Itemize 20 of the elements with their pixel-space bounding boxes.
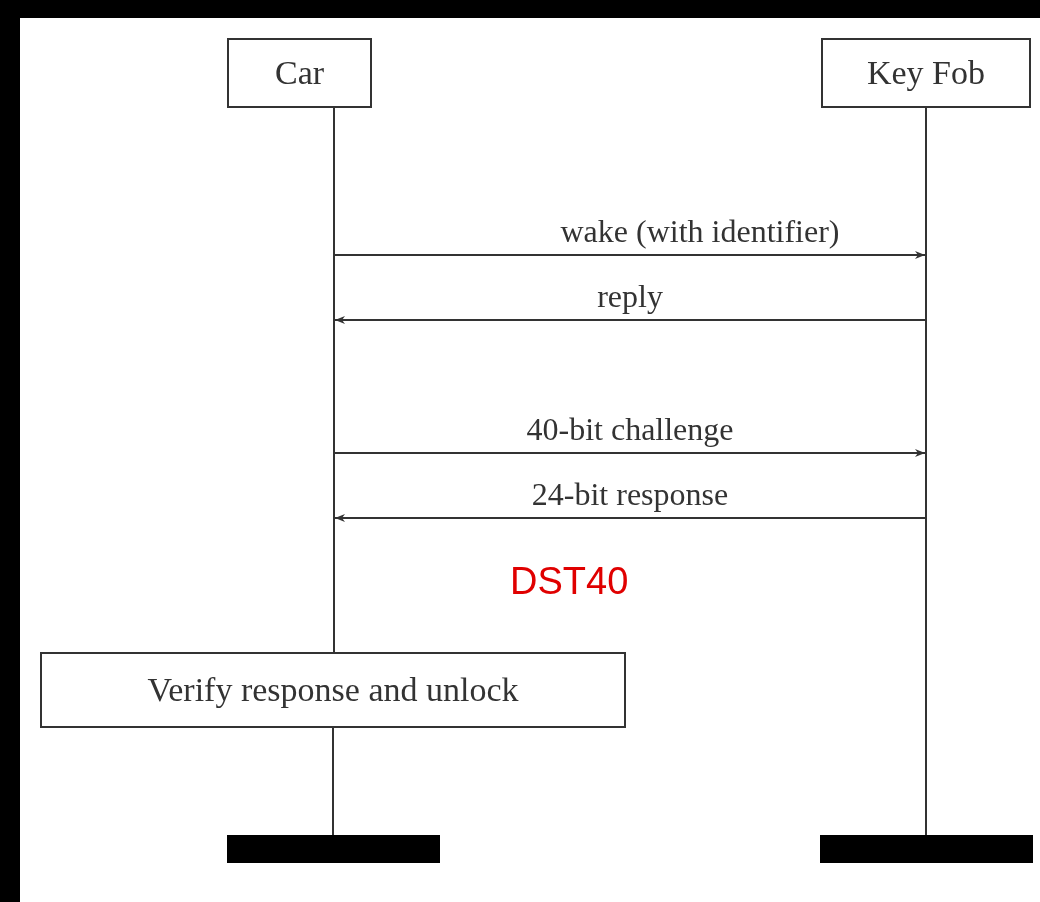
participant-box	[821, 38, 1031, 108]
lifeline-end-bar	[227, 835, 440, 863]
lifeline-end-bar	[820, 835, 1033, 863]
protocol-label: DST40	[510, 560, 629, 603]
message-arrow	[334, 251, 926, 259]
lifeline	[333, 108, 335, 652]
lifeline	[925, 108, 927, 835]
message-arrow	[334, 449, 926, 457]
participant-box	[227, 38, 372, 108]
message-arrow	[334, 316, 926, 324]
lifeline	[332, 727, 334, 836]
message-arrow	[334, 514, 926, 522]
box-text: Key Fob	[866, 54, 986, 92]
box-text: Verify response and unlock	[147, 671, 519, 709]
edge-label: 40-bit challenge	[526, 411, 734, 447]
box-text: Car	[274, 54, 325, 92]
action-box	[40, 652, 626, 728]
edge-label: reply	[597, 278, 663, 314]
edge-label: 24-bit response	[531, 476, 729, 512]
edge-label: wake (with identifier)	[560, 213, 840, 249]
